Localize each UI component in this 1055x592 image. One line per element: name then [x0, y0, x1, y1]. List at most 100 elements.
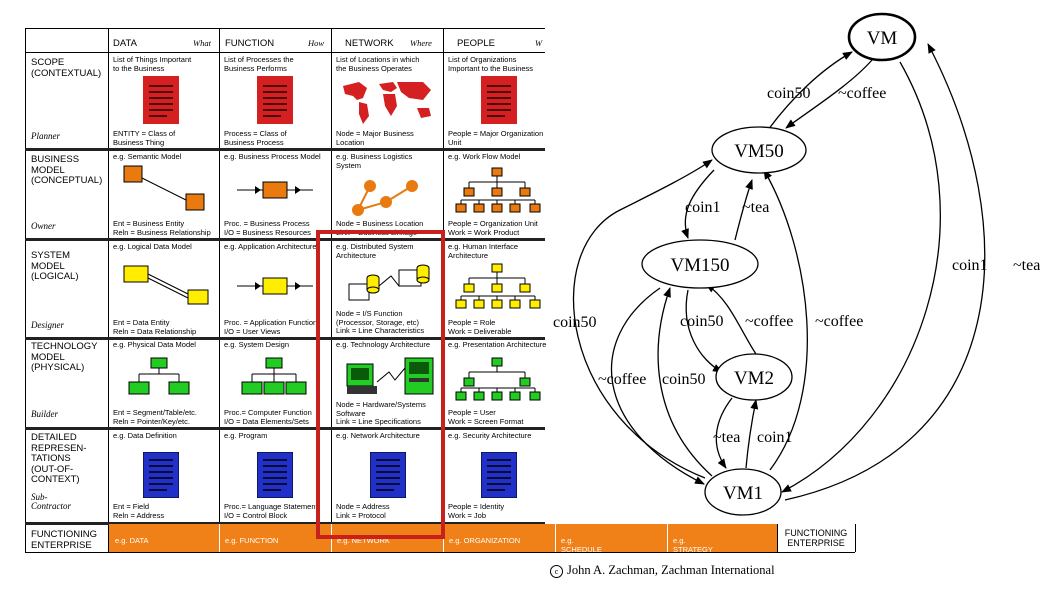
- column-header-data: DATA: [113, 38, 137, 49]
- credit-text: John A. Zachman, Zachman International: [567, 563, 775, 577]
- cell-bottom-text: Node = Address Link = Protocol: [336, 502, 390, 520]
- presentation-architecture-icon: [455, 357, 541, 401]
- row-label-scope: SCOPE (CONTEXTUAL): [31, 57, 102, 79]
- cell-top-text: e.g. Physical Data Model: [113, 340, 196, 349]
- grid-line: [219, 28, 220, 552]
- distributed-system-icon: [348, 264, 430, 301]
- row-divider: [25, 427, 545, 430]
- edge-label: ~coffee: [838, 85, 886, 102]
- cell-bottom-text: People = Organization Unit Work = Work P…: [448, 219, 538, 237]
- edge-label: ~tea: [1013, 257, 1040, 274]
- cell-top-text: e.g. Program: [224, 431, 268, 440]
- state-node: [704, 468, 782, 516]
- state-node: [641, 239, 759, 289]
- cell-bottom-text: People = Role Work = Deliverable: [448, 318, 512, 336]
- cell-bottom-text: People = Major Organization Unit: [448, 129, 544, 147]
- cell-bottom-text: People = Identity Work = Job: [448, 502, 505, 520]
- cell-top-text: e.g. Network Architecture: [336, 431, 420, 440]
- state-node: [847, 12, 917, 62]
- band-divider: [219, 524, 220, 552]
- cell-top-text: e.g. Business Process Model: [224, 152, 321, 161]
- cell-top-text: e.g. Application Architecture: [224, 242, 317, 251]
- document-icon: [143, 452, 179, 498]
- human-interface-icon: [455, 263, 541, 309]
- state-label: VM50: [734, 141, 784, 162]
- edge-label: ~coffee: [598, 371, 646, 388]
- row-label-system: SYSTEM MODEL (LOGICAL): [31, 250, 79, 282]
- cell-top-text: e.g. System Design: [224, 340, 290, 349]
- edge-arrow: [572, 159, 713, 479]
- state-label: VM1: [723, 483, 763, 504]
- edge-label: coin1: [952, 257, 988, 274]
- functioning-cell: e.g. ORGANIZATION: [449, 536, 521, 545]
- grid-line: [25, 552, 855, 553]
- cell-bottom-text: Proc.= Computer Function I/O = Data Elem…: [224, 408, 312, 426]
- grid-line: [25, 28, 545, 29]
- cell-top-text: e.g. Work Flow Model: [448, 152, 521, 161]
- functioning-cell: e.g. FUNCTION: [225, 536, 279, 545]
- edge-arrow: [715, 397, 733, 469]
- row-divider: [25, 148, 545, 151]
- cell-bottom-text: Ent = Business Entity Reln = Business Re…: [113, 219, 211, 237]
- cell-bottom-text: People = User Work = Screen Format: [448, 408, 524, 426]
- state-label: VM150: [670, 255, 729, 276]
- cell-bottom-text: Proc. = Application Function I/O = User …: [224, 318, 318, 336]
- edge-label: ~tea: [713, 429, 740, 446]
- cell-bottom-text: Node = Major Business Location: [336, 129, 414, 147]
- edge-arrow: [705, 283, 757, 355]
- cell-top-text: e.g. Technology Architecture: [336, 340, 431, 349]
- grid-line: [108, 28, 109, 552]
- edge-arrow: [681, 169, 715, 239]
- state-label: VM2: [734, 368, 774, 389]
- state-node: [715, 353, 793, 401]
- edge-label: ~tea: [742, 199, 769, 216]
- row-divider: [25, 337, 545, 340]
- grid-line: [25, 28, 26, 552]
- document-icon: [257, 452, 293, 498]
- application-architecture-icon: [237, 277, 313, 295]
- row-label-business: BUSINESS MODEL (CONCEPTUAL): [31, 154, 103, 186]
- edge-label: coin50: [662, 371, 706, 388]
- document-icon: [481, 76, 517, 124]
- column-header-function-question: How: [308, 38, 325, 48]
- row-role-designer: Designer: [31, 320, 64, 330]
- document-icon: [143, 76, 179, 124]
- row-role-owner: Owner: [31, 221, 56, 231]
- edge-arrow: [781, 61, 941, 493]
- cell-top-text: e.g. Security Architecture: [448, 431, 532, 440]
- edge-label: coin1: [685, 199, 721, 216]
- band-divider: [555, 524, 556, 552]
- row-role-planner: Planner: [31, 131, 60, 141]
- cell-bottom-text: Process = Class of Business Process: [224, 129, 287, 147]
- cell-top-text: e.g. Data Definition: [113, 431, 177, 440]
- edge-arrow: [767, 51, 853, 131]
- edge-arrow: [685, 289, 723, 373]
- cell-bottom-text: Ent = Field Reln = Address: [113, 502, 165, 520]
- cell-top-text: e.g. Distributed System Architecture: [336, 242, 414, 260]
- edge-arrow: [610, 287, 705, 485]
- row-divider: [25, 522, 545, 525]
- cell-bottom-text: Node = Hardware/Systems Software Link = …: [336, 400, 426, 426]
- edge-arrow: [785, 59, 873, 129]
- grid-line: [855, 524, 856, 552]
- column-header-network-question: Where: [410, 38, 432, 48]
- edge-arrow: [784, 43, 986, 501]
- logistics-network-icon: [352, 180, 418, 216]
- cell-top-text: e.g. Semantic Model: [113, 152, 182, 161]
- edge-arrow: [745, 399, 759, 469]
- cell-top-text: e.g. Presentation Architecture: [448, 340, 547, 349]
- band-divider: [667, 524, 668, 552]
- column-header-function: FUNCTION: [225, 38, 275, 49]
- document-icon: [257, 76, 293, 124]
- row-label-detailed: DETAILED REPRESEN- TATIONS (OUT-OF- CONT…: [31, 432, 87, 485]
- cell-bottom-text: Proc. = Business Process I/O = Business …: [224, 219, 311, 237]
- edge-label: coin1: [757, 429, 793, 446]
- vending-machine-state-diagram: VM VM50 VM150 VM2 VM1 coin50 ~coffee coi…: [553, 12, 1040, 516]
- cell-top-text: List of Organizations Important to the B…: [448, 55, 534, 73]
- logical-data-model-icon: [123, 265, 209, 305]
- technology-architecture-icon: [346, 357, 434, 395]
- edge-arrow: [734, 179, 753, 241]
- cell-bottom-text: Ent = Data Entity Reln = Data Relationsh…: [113, 318, 197, 336]
- row-role-builder: Builder: [31, 409, 58, 419]
